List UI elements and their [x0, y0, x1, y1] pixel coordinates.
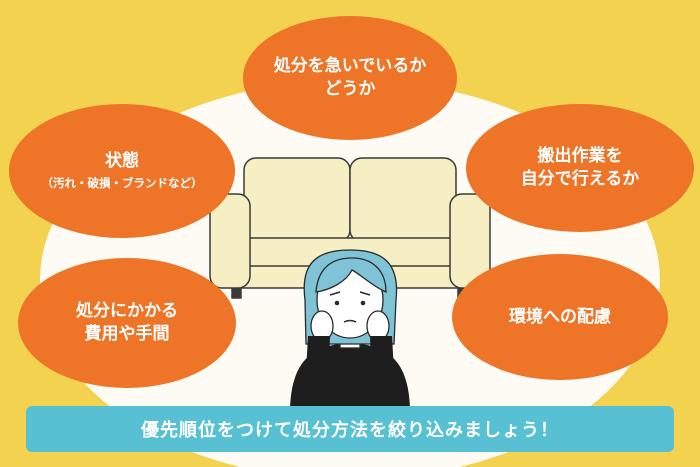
factor-environment: 環境への配慮 [452, 254, 668, 380]
factor-carry-out-line2: 自分で行えるか [520, 169, 640, 189]
factor-cost-line1: 処分にかかる [76, 301, 178, 322]
factor-condition: 状態 （汚れ・破損・ブランドなど） [9, 104, 235, 238]
factor-condition-line2: （汚れ・破損・ブランドなど） [41, 176, 203, 191]
factor-cost: 処分にかかる 費用や手間 [18, 258, 236, 388]
factor-condition-line1: 状態 [105, 151, 139, 172]
summary-banner: 優先順位をつけて処分方法を絞り込みましょう！ [26, 406, 674, 452]
factor-environment-line1: 環境への配慮 [509, 306, 611, 327]
factor-urgency-line2: どうか [324, 79, 376, 99]
factor-urgency: 処分を急いでいるか どうか [243, 16, 457, 140]
factor-carry-out-line1: 搬出作業を [537, 146, 623, 167]
summary-banner-text: 優先順位をつけて処分方法を絞り込みましょう！ [141, 420, 559, 441]
factor-urgency-line1: 処分を急いでいるか [273, 56, 427, 77]
factor-carry-out: 搬出作業を 自分で行えるか [466, 104, 694, 232]
factor-cost-line2: 費用や手間 [84, 324, 170, 344]
